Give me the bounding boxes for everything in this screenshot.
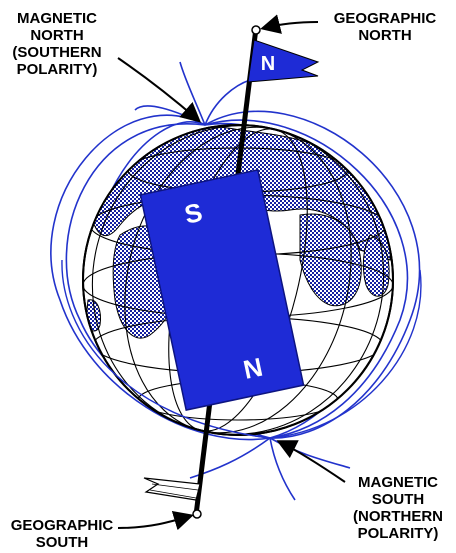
label-geographic-south: GEOGRAPHIC SOUTH: [10, 517, 114, 551]
south-flag-pennant: [143, 477, 201, 501]
field-line-11: [269, 437, 296, 501]
magnet-pole-s: S: [182, 197, 205, 230]
south-flag: [143, 477, 201, 501]
north-flag-pennant: [247, 39, 320, 83]
bar-magnet-body: [139, 169, 305, 411]
label-magnetic-north: MAGNETIC NORTH (SOUTHERN POLARITY): [12, 10, 102, 78]
africa-landmass: [299, 213, 362, 307]
geographic-north-pole-marker: [251, 25, 261, 35]
label-magnetic-south: MAGNETIC SOUTH (NORTHERN POLARITY): [353, 474, 443, 542]
field-line-8: [179, 61, 206, 126]
pointer-magnetic-north: [117, 57, 202, 123]
field-line-1: [50, 114, 271, 441]
field-line-5: [204, 119, 408, 439]
geographic-south-pole-marker: [192, 509, 202, 519]
north-flag: N: [247, 39, 320, 83]
label-pointers: [117, 14, 346, 531]
field-line-9: [204, 79, 251, 126]
pointer-magnetic-south: [276, 440, 346, 483]
asia-landmass: [362, 234, 390, 297]
pointer-geographic-south: [117, 511, 194, 531]
bar-magnet: S N: [139, 169, 305, 411]
field-lines-front: [61, 259, 422, 439]
field-line-10: [189, 437, 271, 479]
pointer-geographic-north: [260, 14, 319, 34]
flag-letter-n: N: [261, 53, 275, 75]
label-geographic-north: GEOGRAPHIC NORTH: [333, 10, 437, 44]
